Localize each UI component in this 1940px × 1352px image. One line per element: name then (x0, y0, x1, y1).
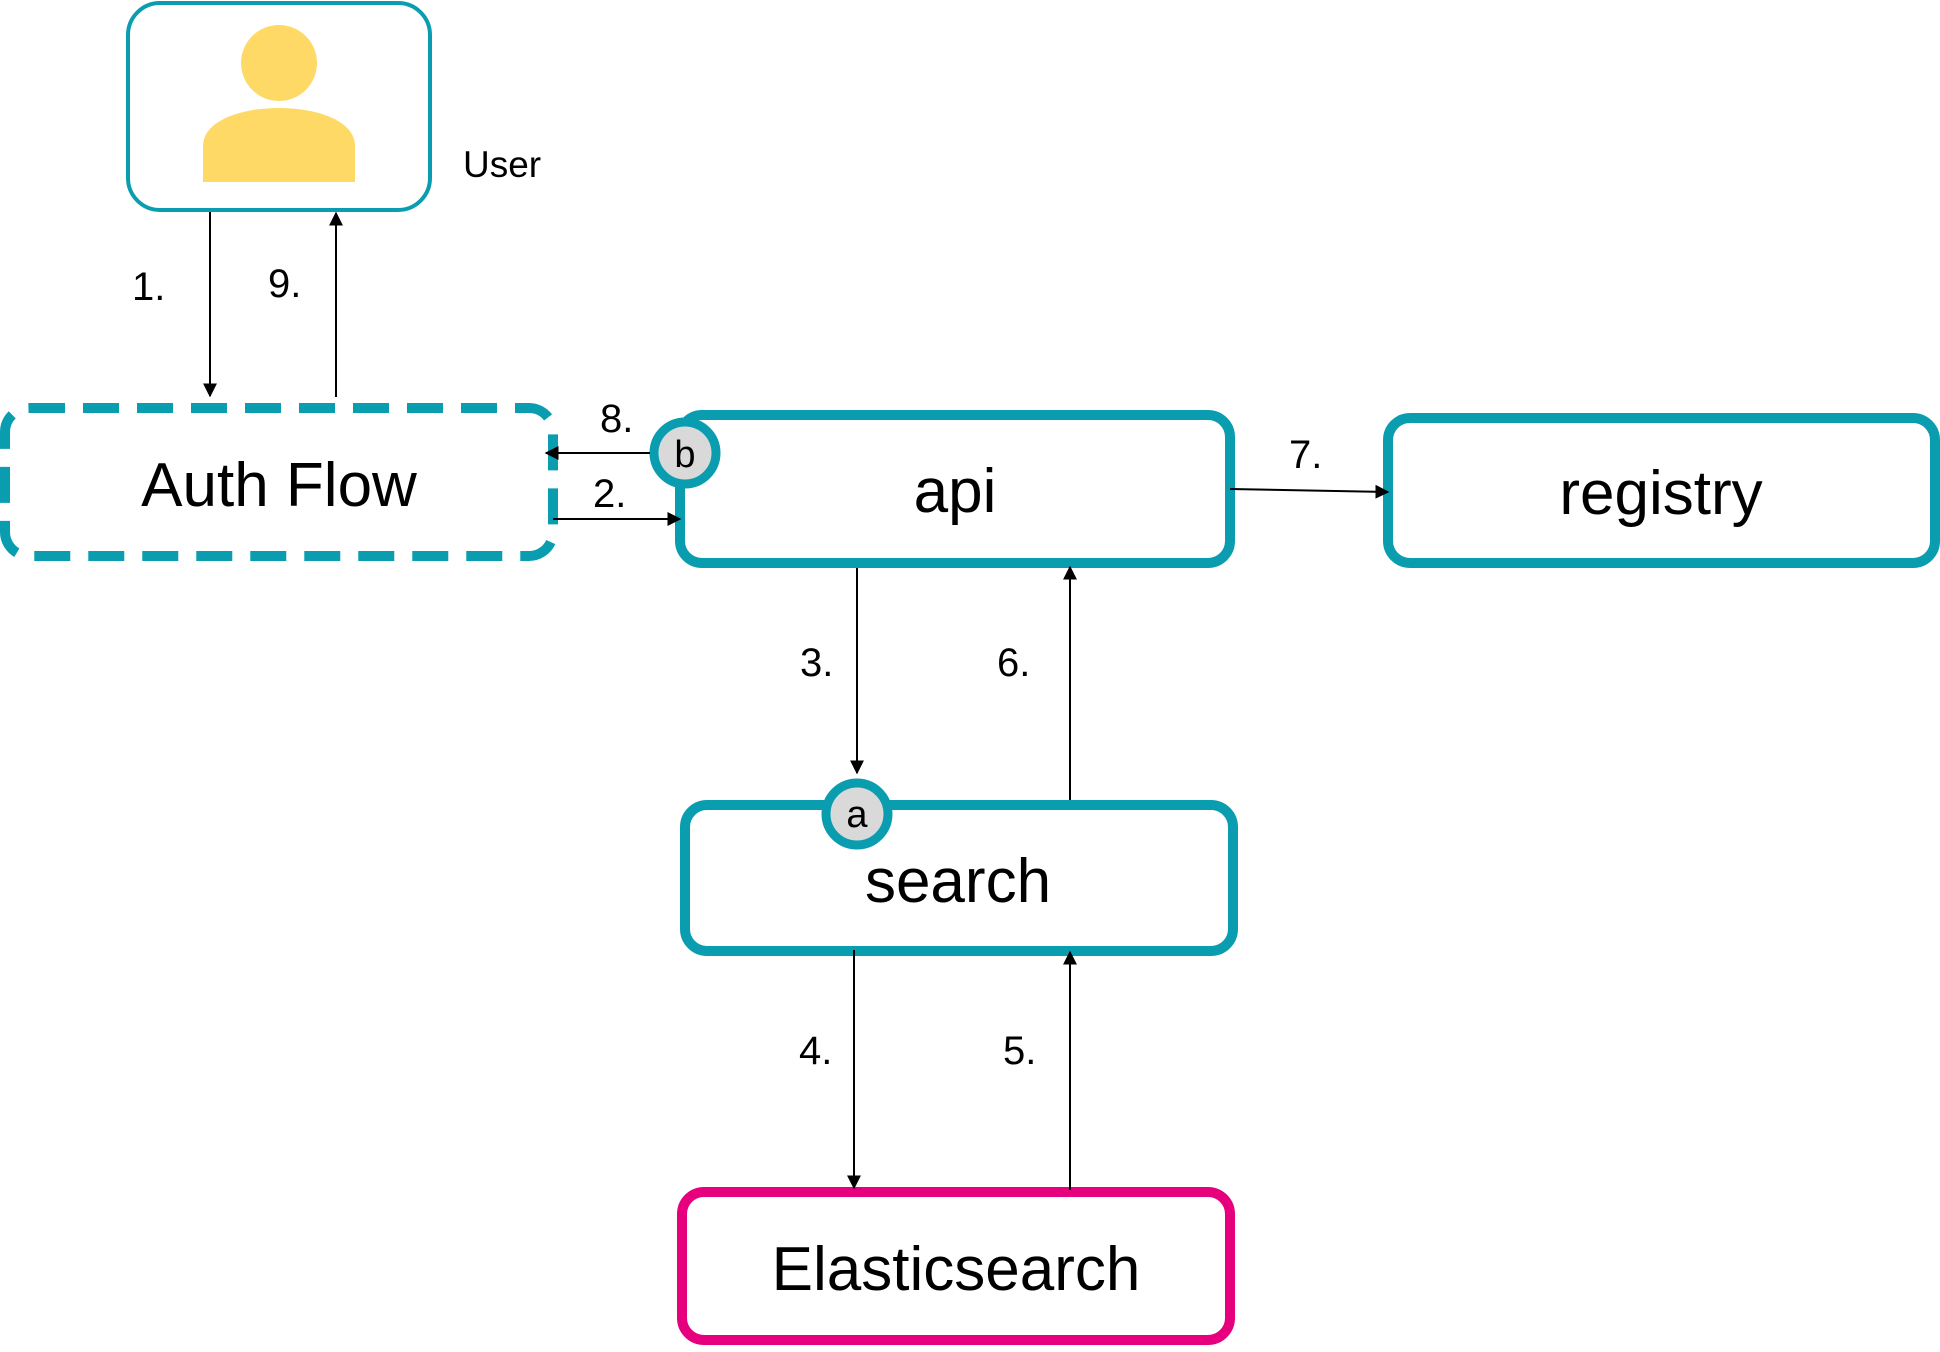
user-icon (203, 25, 355, 182)
step-label-3: 3. (800, 641, 833, 685)
registry-node[interactable]: registry (1383, 413, 1940, 568)
search-node[interactable]: search (680, 800, 1238, 956)
arrow-step-7 (1229, 484, 1390, 499)
api-badge-label: b (674, 434, 695, 476)
elasticsearch-box[interactable] (677, 1187, 1235, 1345)
step-label-4: 4. (799, 1029, 832, 1073)
search-badge-label: a (846, 794, 868, 836)
auth-flow-box[interactable] (0, 403, 558, 561)
step-label-7: 7. (1289, 433, 1322, 477)
step-label-2: 2. (593, 472, 626, 516)
api-node[interactable]: api (675, 410, 1235, 568)
step-label-6: 6. (997, 641, 1030, 685)
step-label-1: 1. (132, 265, 165, 309)
step-label-8: 8. (600, 397, 633, 441)
search-label: search (865, 847, 1051, 916)
search-badge: a (821, 778, 893, 850)
step-label-9: 9. (268, 262, 301, 306)
user-label: User (463, 144, 541, 185)
elasticsearch-node[interactable]: Elasticsearch (677, 1187, 1235, 1345)
auth-flow-label: Auth Flow (141, 451, 417, 520)
elasticsearch-label: Elasticsearch (772, 1235, 1141, 1304)
search-box[interactable] (680, 800, 1238, 956)
registry-label: registry (1559, 459, 1762, 528)
auth-flow-node[interactable]: Auth Flow (0, 403, 558, 561)
user-node (126, 1, 432, 212)
step-label-5: 5. (1003, 1029, 1036, 1073)
api-label: api (914, 457, 997, 526)
api-badge: b (649, 417, 721, 489)
